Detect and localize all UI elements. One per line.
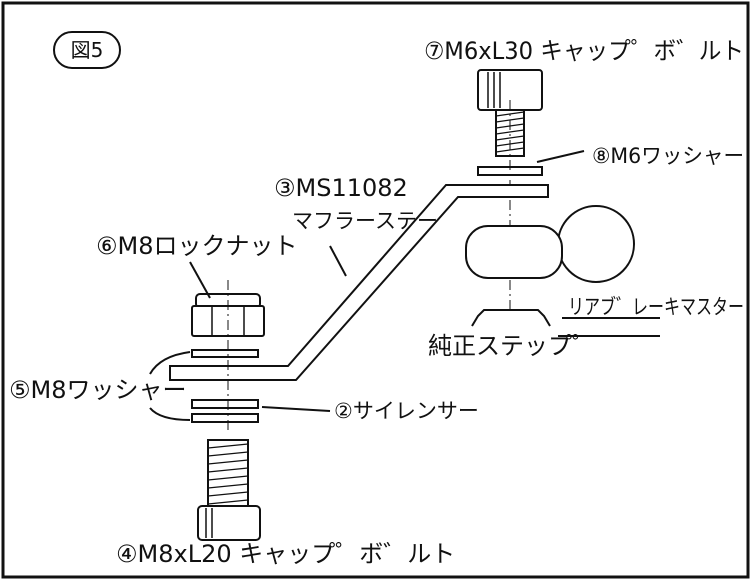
figure-badge-outline: [53, 31, 121, 69]
label-silencer: ②サイレンサー: [334, 399, 479, 423]
m8-bolt-thread: [207, 443, 249, 505]
silencer-plate: [191, 413, 259, 423]
label-washer-m8: ⑤M8ワッシャー: [9, 376, 187, 404]
figure-badge: 図5: [53, 31, 121, 69]
m8-cap-bolt: [197, 439, 261, 541]
silencer-plate: [191, 399, 259, 409]
m8-bolt-head: [197, 505, 261, 541]
leader-lines: [149, 150, 660, 421]
label-locknut-m8: ⑥M8ロックナット: [96, 232, 298, 260]
m8-washer-upper: [191, 349, 259, 358]
muffler-stay-bracket: [169, 184, 549, 381]
label-muffler-stay: マフラーステー: [292, 209, 438, 233]
rear-brake-master-reservoir: [557, 205, 635, 283]
rear-brake-master-body: [465, 225, 563, 279]
label-bolt-m6: ⑦M6xL30 キャップ゜ボ゛ルト: [424, 37, 744, 65]
figure-badge-text: 図5: [71, 38, 104, 62]
label-rear-brake: リアブ゛レーキマスター: [568, 295, 744, 319]
genuine-step-outline: [471, 309, 551, 327]
leader-muffler-stay: [329, 245, 347, 277]
leader-washer-m8-lower: [149, 407, 191, 421]
m8-bolt-shank: [207, 439, 249, 507]
silencer-plates: [191, 399, 259, 423]
leader-locknut: [189, 261, 211, 299]
label-genuine-step: 純正ステップ゜: [428, 332, 596, 360]
label-bolt-m8: ④M8xL20 キャップ゜ボ゛ルト: [116, 540, 455, 568]
rear-brake-master: [465, 205, 635, 283]
leader-washer-m8-upper: [149, 351, 191, 375]
label-part-ms: ③MS11082: [274, 174, 408, 202]
label-washer-m6: ⑧M6ワッシャー: [592, 144, 744, 168]
leader-washer-m6: [536, 150, 585, 163]
leader-silencer: [261, 406, 331, 412]
